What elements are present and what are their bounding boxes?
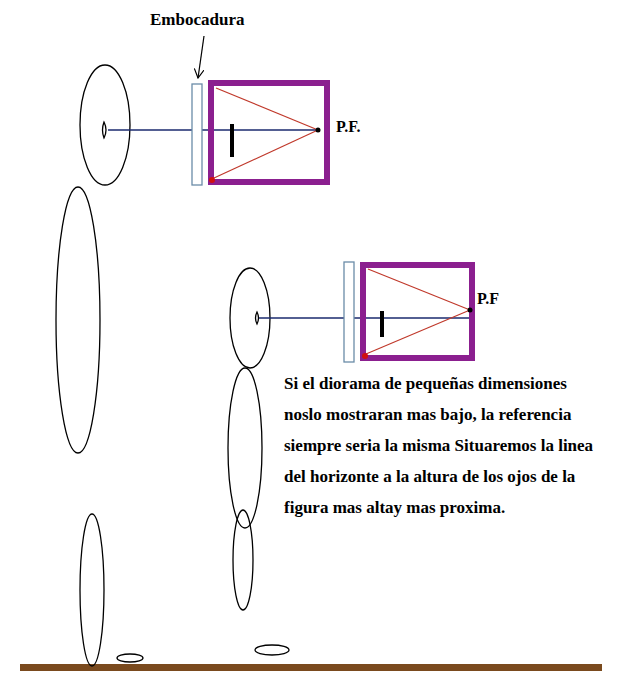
vanishing-point	[468, 308, 473, 313]
corner-dot	[209, 177, 215, 183]
note-text: Si el diorama de pequeñas dimensiones no…	[284, 368, 606, 523]
vanishing-point	[316, 128, 321, 133]
embocadura-frame	[192, 84, 202, 185]
perspective-line	[366, 310, 470, 354]
figure-marker	[380, 311, 384, 337]
ground-bar	[20, 664, 602, 671]
perspective-line	[216, 88, 318, 130]
corner-dot	[362, 353, 368, 359]
diorama-box	[211, 83, 327, 182]
tall-figure	[56, 65, 143, 666]
embocadura-frame	[344, 262, 354, 362]
perspective-line	[214, 130, 318, 178]
small-figure	[228, 268, 289, 655]
diorama-box	[363, 265, 472, 358]
part-label: Embocadura	[150, 10, 244, 30]
point-label: P.F	[477, 290, 499, 308]
perspective-line	[368, 269, 470, 310]
point-label: P.F.	[336, 118, 361, 136]
leader-arrow	[198, 36, 204, 78]
figure-marker	[230, 124, 234, 157]
